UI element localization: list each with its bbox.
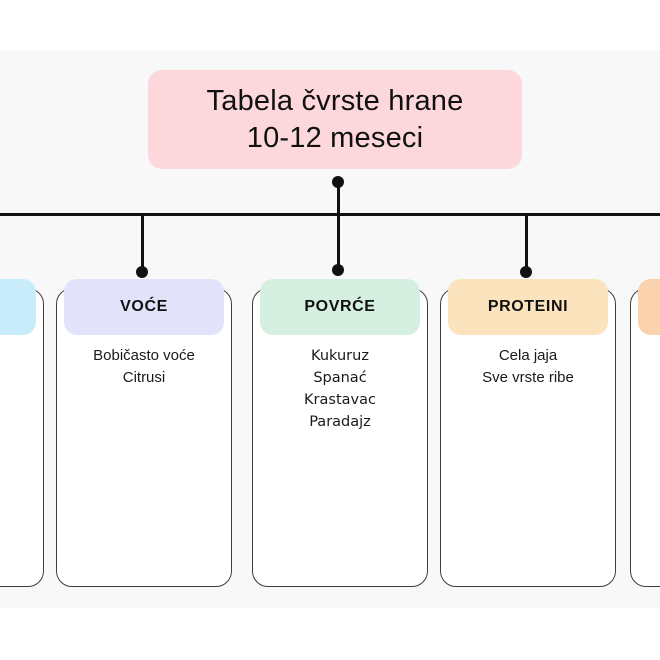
dot-voce xyxy=(136,266,148,278)
card-voce[interactable] xyxy=(56,288,232,587)
card-povrce-header: POVRĆE xyxy=(260,279,420,335)
dot-povrce xyxy=(332,264,344,276)
card-partial-right-items: PrI xyxy=(630,345,660,388)
card-voce-header-label: VOĆE xyxy=(120,298,168,315)
list-item: Citrusi xyxy=(122,368,166,386)
list-item: Krastavac xyxy=(304,392,376,408)
drop-proteini xyxy=(524,215,528,273)
list-item: Spanać xyxy=(313,370,367,386)
title-line-2: 10-12 meseci xyxy=(246,121,424,154)
drop-povrce xyxy=(336,215,340,271)
card-partial-right[interactable] xyxy=(630,288,660,587)
card-proteini-header-label: PROTEINI xyxy=(487,298,569,315)
card-proteini[interactable] xyxy=(440,288,616,587)
title-banner: Tabela čvrste hrane 10-12 meseci xyxy=(148,70,522,169)
dot-title xyxy=(332,176,344,188)
card-povrce-header-label: POVRĆE xyxy=(304,298,376,315)
title-line-1: Tabela čvrste hrane xyxy=(206,84,464,117)
card-partial-left[interactable] xyxy=(0,288,44,587)
drop-voce xyxy=(140,215,144,273)
dot-proteini xyxy=(520,266,532,278)
list-item: Bobičasto voće xyxy=(93,347,195,364)
card-partial-left-header xyxy=(0,279,36,335)
list-item: Paradajz xyxy=(309,414,371,430)
card-povrce[interactable] xyxy=(252,288,428,587)
list-item: Cela jaja xyxy=(498,347,558,364)
connector-bus-line xyxy=(0,213,660,216)
drop-center-up xyxy=(336,182,340,215)
card-partial-right-header xyxy=(638,279,660,335)
list-item: Kukuruz xyxy=(311,348,369,364)
card-voce-header: VOĆE xyxy=(64,279,224,335)
card-proteini-header: PROTEINI xyxy=(448,279,608,335)
list-item: Sve vrste ribe xyxy=(482,368,574,386)
